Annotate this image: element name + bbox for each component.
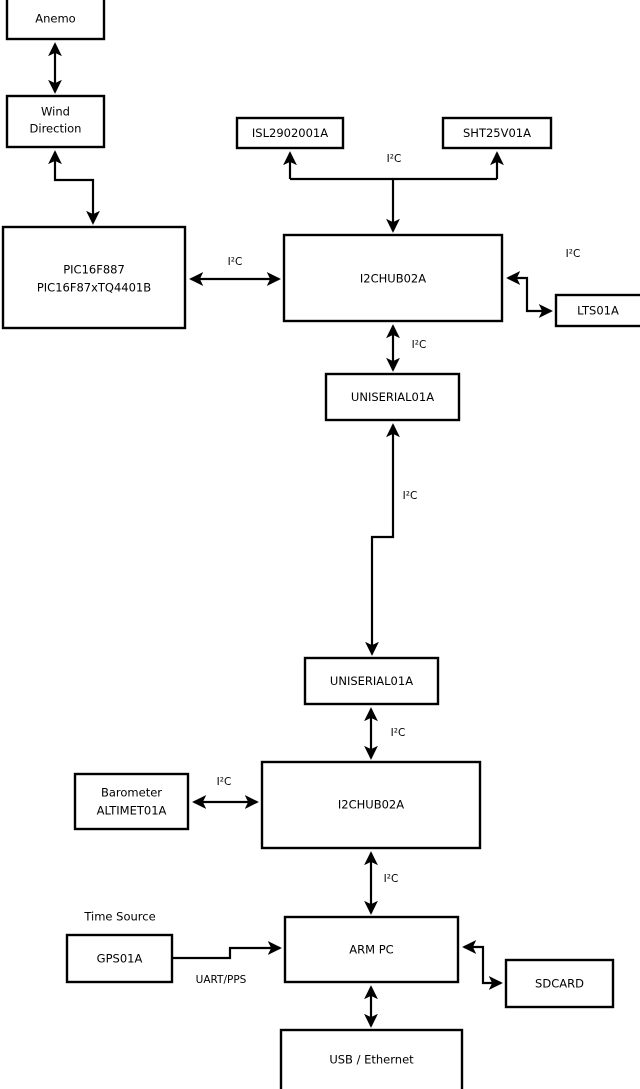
node-box[interactable]: [324, 372, 461, 422]
node-box[interactable]: [279, 1028, 464, 1089]
node-box[interactable]: [5, 94, 106, 149]
edge-barometer-hub-bot: I²C: [192, 776, 259, 809]
node-lts01a[interactable]: LTS01A: [554, 293, 640, 328]
node-box[interactable]: [441, 116, 553, 150]
edge-uniserial-uniserial: I²C: [365, 423, 418, 656]
free-labels-layer: Time Source: [83, 910, 155, 924]
node-box[interactable]: [260, 760, 482, 850]
node-isl2902001a[interactable]: ISL2902001A: [235, 116, 345, 150]
edge-label-hub-sensors: I²C: [387, 153, 402, 165]
edge-uniserial-bot-hub-bot: I²C: [364, 707, 406, 760]
node-box[interactable]: [504, 958, 615, 1009]
node-label-hub-top: I2CHUB02A: [360, 272, 426, 286]
edge-label-barometer-hub: I²C: [217, 776, 232, 788]
node-box[interactable]: [65, 933, 174, 984]
edge-hub-bot-armpc: I²C: [364, 851, 399, 915]
node-uniserial01a-top[interactable]: UNISERIAL01A: [324, 372, 461, 422]
node-label-uniserial-bottom: UNISERIAL01A: [330, 674, 413, 688]
edge-label-uniserial-link: I²C: [403, 490, 418, 502]
edge-hub-top-lts: I²C: [506, 248, 581, 318]
node-pic-microcontroller[interactable]: PIC16F887 PIC16F87xTQ4401B: [1, 225, 187, 330]
edge-label-pic-hub: I²C: [228, 256, 243, 268]
node-label-pic-line2: PIC16F87xTQ4401B: [37, 281, 151, 295]
edge-label-hub-lts: I²C: [566, 248, 581, 260]
node-label-wind-line1: Wind: [41, 105, 70, 119]
node-sdcard[interactable]: SDCARD: [504, 958, 615, 1009]
edge-path: [172, 941, 282, 960]
node-box[interactable]: [5, 0, 106, 41]
node-label-hub-bottom: I2CHUB02A: [338, 798, 404, 812]
node-box[interactable]: [554, 293, 640, 328]
edge-path: [48, 150, 100, 225]
node-label-pic-line1: PIC16F887: [63, 263, 125, 277]
node-usb-ethernet[interactable]: USB / Ethernet: [279, 1028, 464, 1089]
node-label-gps: GPS01A: [97, 952, 143, 966]
node-arm-pc[interactable]: ARM PC: [283, 915, 460, 984]
node-label-uniserial-top: UNISERIAL01A: [351, 390, 434, 404]
edge-label-hub-armpc: I²C: [384, 873, 399, 885]
edge-armpc-sdcard: [462, 940, 503, 990]
node-box[interactable]: [282, 233, 504, 323]
node-gps01a[interactable]: GPS01A: [65, 933, 174, 984]
edge-path: [365, 423, 400, 656]
node-box[interactable]: [1, 225, 187, 330]
edge-path: [462, 940, 503, 990]
node-anemo[interactable]: Anemo: [5, 0, 106, 41]
node-label-barometer-line2: ALTIMET01A: [97, 804, 167, 818]
node-barometer-altimet01a[interactable]: Barometer ALTIMET01A: [73, 772, 190, 831]
node-label-isl: ISL2902001A: [252, 126, 328, 140]
edge-path: [506, 271, 553, 318]
edges-layer: I²C I²C I²C I²C I: [48, 42, 581, 1028]
edge-gps-armpc: UART/PPS: [172, 941, 282, 986]
edge-hub-top-uniserial-top: I²C: [386, 324, 427, 372]
node-label-usbeth: USB / Ethernet: [329, 1053, 414, 1067]
node-i2chub02a-bottom[interactable]: I2CHUB02A: [260, 760, 482, 850]
edge-pic-hub-top: I²C: [189, 256, 281, 286]
node-box[interactable]: [235, 116, 345, 150]
edge-label-uniserial-hub: I²C: [391, 727, 406, 739]
node-uniserial01a-bottom[interactable]: UNISERIAL01A: [303, 656, 440, 706]
node-label-armpc: ARM PC: [349, 943, 393, 957]
node-label-sdcard: SDCARD: [535, 977, 584, 991]
edge-hub-top-sensors: I²C: [283, 151, 504, 233]
node-label-sht: SHT25V01A: [463, 126, 531, 140]
node-box[interactable]: [73, 772, 190, 831]
node-label-wind-line2: Direction: [30, 122, 82, 136]
node-box[interactable]: [303, 656, 440, 706]
node-label-barometer-line1: Barometer: [101, 786, 162, 800]
node-label-anemo: Anemo: [35, 12, 75, 26]
node-sht25v01a[interactable]: SHT25V01A: [441, 116, 553, 150]
node-wind-direction[interactable]: Wind Direction: [5, 94, 106, 149]
edge-label-gps-armpc: UART/PPS: [196, 974, 247, 986]
node-i2chub02a-top[interactable]: I2CHUB02A: [282, 233, 504, 323]
label-time-source: Time Source: [83, 910, 155, 924]
edge-wind-pic: [48, 150, 100, 225]
edge-label-hub-uniserial: I²C: [412, 339, 427, 351]
node-label-lts: LTS01A: [577, 304, 619, 318]
node-box[interactable]: [283, 915, 460, 984]
